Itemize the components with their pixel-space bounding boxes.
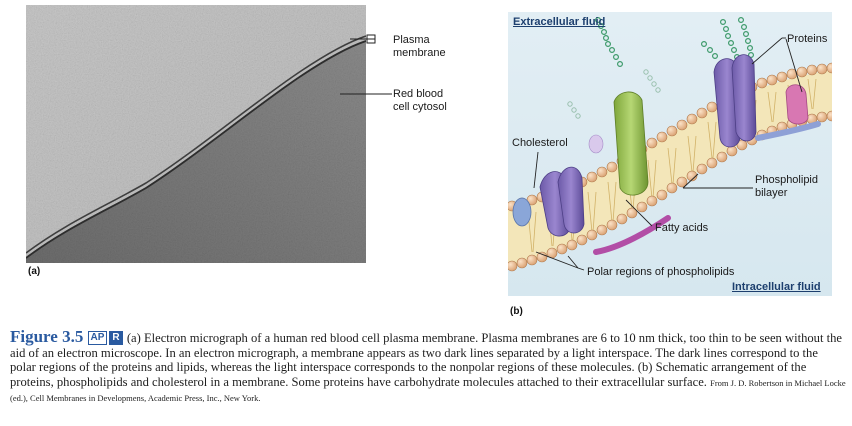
- membrane-diagram: [506, 12, 838, 296]
- r-badge[interactable]: R: [109, 331, 123, 345]
- micrograph-panel: [25, 5, 367, 263]
- cytosol-label: Red blood cell cytosol: [393, 88, 447, 113]
- panel-b-tag: (b): [510, 306, 523, 317]
- fatty-acids-label: Fatty acids: [655, 222, 709, 234]
- ap-badge[interactable]: AP: [87, 331, 108, 345]
- extracellular-fluid-label: Extracellular fluid: [513, 16, 606, 28]
- membrane-diagram-panel: [506, 12, 838, 296]
- polar-regions-label: Polar regions of phospholipids: [587, 266, 735, 278]
- caption-text: (a) Electron micrograph of a human red b…: [10, 331, 842, 389]
- micrograph-leader-lines: [340, 34, 392, 95]
- intracellular-fluid-label: Intracellular fluid: [732, 281, 821, 293]
- phospholipid-bilayer-label: Phospholipid bilayer: [755, 174, 818, 199]
- plasma-membrane-label: Plasma membrane: [393, 34, 446, 59]
- micrograph-image: [25, 5, 367, 263]
- proteins-label: Proteins: [787, 33, 828, 45]
- caption-credit: From J. D. Robertson in Michael Locke (e…: [10, 377, 846, 404]
- cholesterol-label: Cholesterol: [512, 137, 568, 149]
- panel-a-tag: (a): [28, 266, 41, 277]
- figure-number: Figure 3.5: [10, 327, 84, 346]
